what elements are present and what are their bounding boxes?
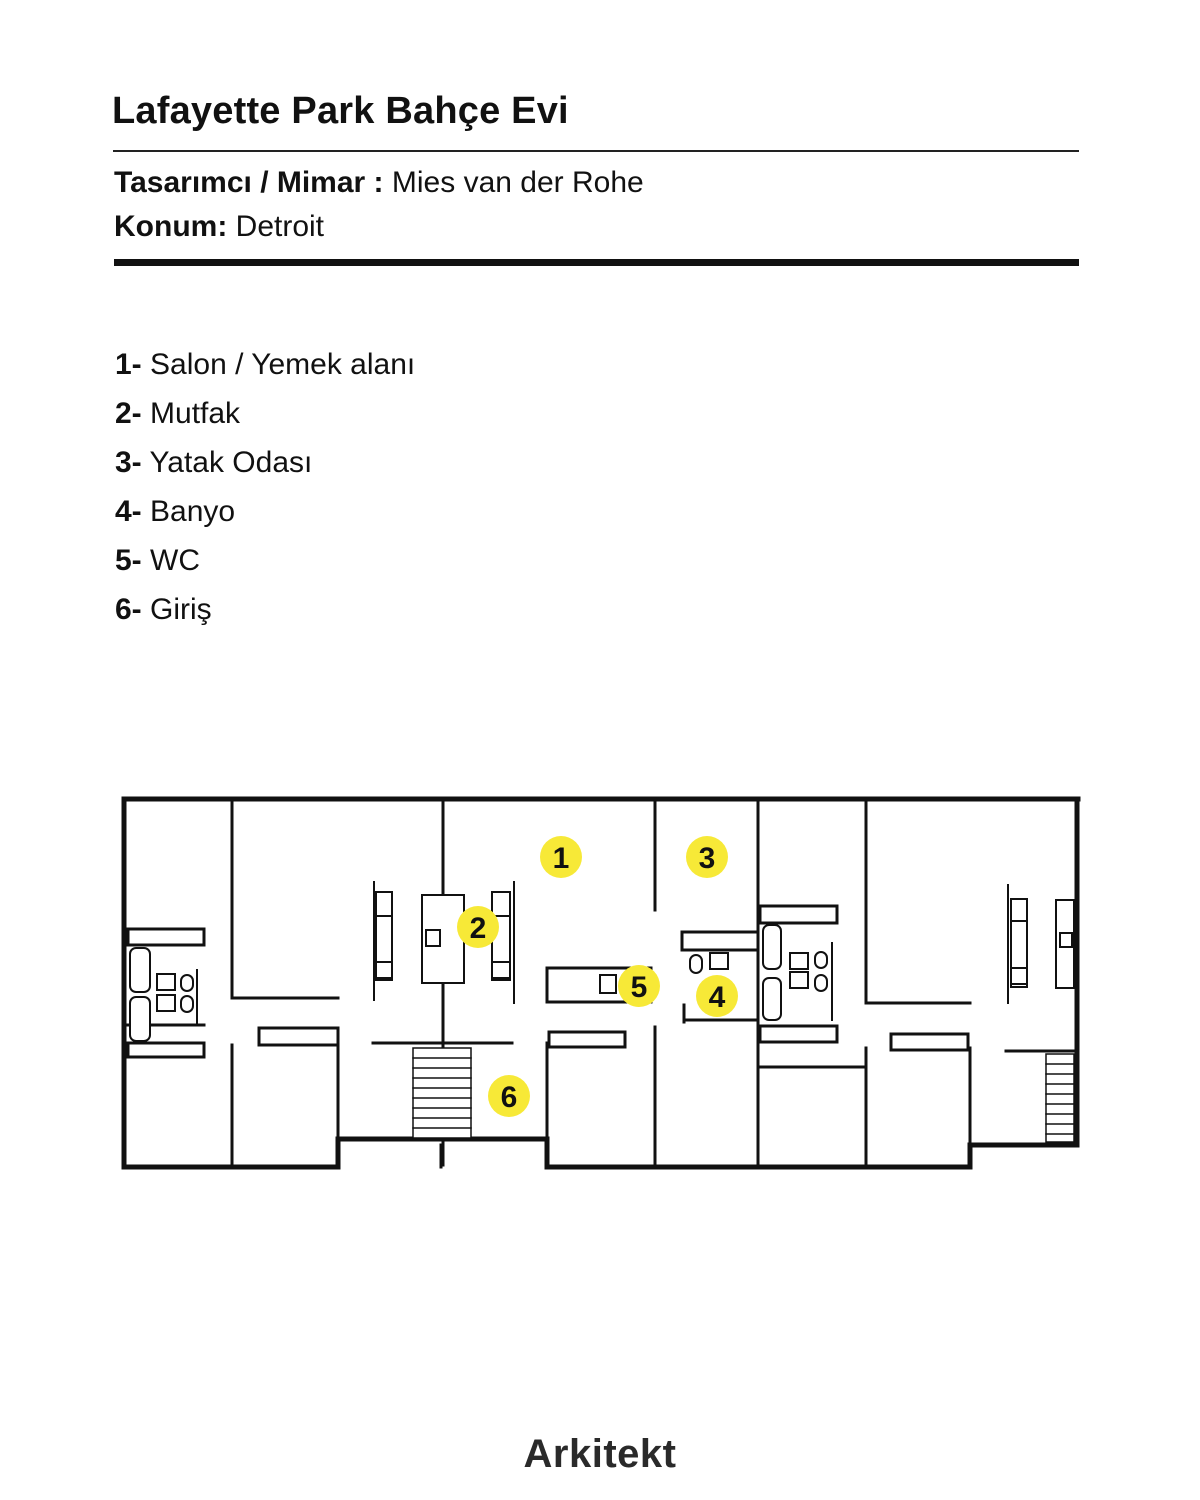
legend-item: 2- Mutfak bbox=[115, 394, 415, 443]
marker-label: 5 bbox=[631, 971, 648, 1004]
legend-item: 1- Salon / Yemek alanı bbox=[115, 345, 415, 394]
legend-item: 5- WC bbox=[115, 541, 415, 590]
marker-wc: 5 bbox=[618, 965, 660, 1007]
legend-label: Mutfak bbox=[150, 397, 241, 430]
kitchen-fixtures bbox=[373, 881, 1075, 1004]
page-title: Lafayette Park Bahçe Evi bbox=[112, 90, 569, 132]
marker-label: 4 bbox=[709, 981, 726, 1014]
legend-number: 4- bbox=[115, 495, 142, 528]
legend-label: WC bbox=[150, 544, 201, 577]
outer-walls bbox=[121, 796, 1081, 1170]
legend-number: 5- bbox=[115, 544, 142, 577]
bathroom-fixtures bbox=[129, 924, 833, 1042]
legend-label: Banyo bbox=[150, 495, 236, 528]
legend-label: Giriş bbox=[150, 593, 212, 626]
counters bbox=[126, 904, 970, 1059]
legend-number: 6- bbox=[115, 593, 142, 626]
legend-number: 3- bbox=[115, 446, 142, 479]
location-label: Konum: bbox=[114, 210, 228, 243]
title-divider bbox=[113, 150, 1079, 152]
legend-number: 1- bbox=[115, 348, 142, 381]
marker-label: 3 bbox=[699, 842, 716, 875]
interior-walls bbox=[126, 799, 1079, 1169]
marker-label: 1 bbox=[553, 842, 570, 875]
legend-item: 3- Yatak Odası bbox=[115, 443, 415, 492]
marker-giris: 6 bbox=[488, 1075, 530, 1117]
plan-walls bbox=[121, 796, 1081, 1170]
legend-item: 4- Banyo bbox=[115, 492, 415, 541]
marker-label: 6 bbox=[501, 1081, 518, 1114]
legend-label: Salon / Yemek alanı bbox=[150, 348, 416, 381]
room-markers: 1 2 3 4 5 6 bbox=[457, 836, 738, 1117]
legend-label: Yatak Odası bbox=[149, 446, 313, 479]
designer-label: Tasarımcı / Mimar : bbox=[114, 166, 384, 199]
marker-banyo: 4 bbox=[696, 975, 738, 1017]
room-legend: 1- Salon / Yemek alanı 2- Mutfak 3- Yata… bbox=[115, 345, 415, 639]
marker-label: 2 bbox=[470, 912, 487, 945]
brand-logo: Arkitekt bbox=[523, 1432, 677, 1476]
header-divider bbox=[114, 259, 1079, 266]
location-value: Detroit bbox=[235, 210, 325, 243]
floor-plan: 1 2 3 4 5 6 bbox=[121, 796, 1081, 1170]
location-row: Konum: Detroit bbox=[114, 210, 324, 244]
legend-item: 6- Giriş bbox=[115, 590, 415, 639]
designer-row: Tasarımcı / Mimar : Mies van der Rohe bbox=[114, 166, 644, 200]
legend-number: 2- bbox=[115, 397, 142, 430]
stairs bbox=[412, 1047, 1075, 1143]
designer-value: Mies van der Rohe bbox=[391, 166, 644, 199]
marker-salon: 1 bbox=[540, 836, 582, 878]
marker-mutfak: 2 bbox=[457, 906, 499, 948]
marker-yatak-odasi: 3 bbox=[686, 836, 728, 878]
